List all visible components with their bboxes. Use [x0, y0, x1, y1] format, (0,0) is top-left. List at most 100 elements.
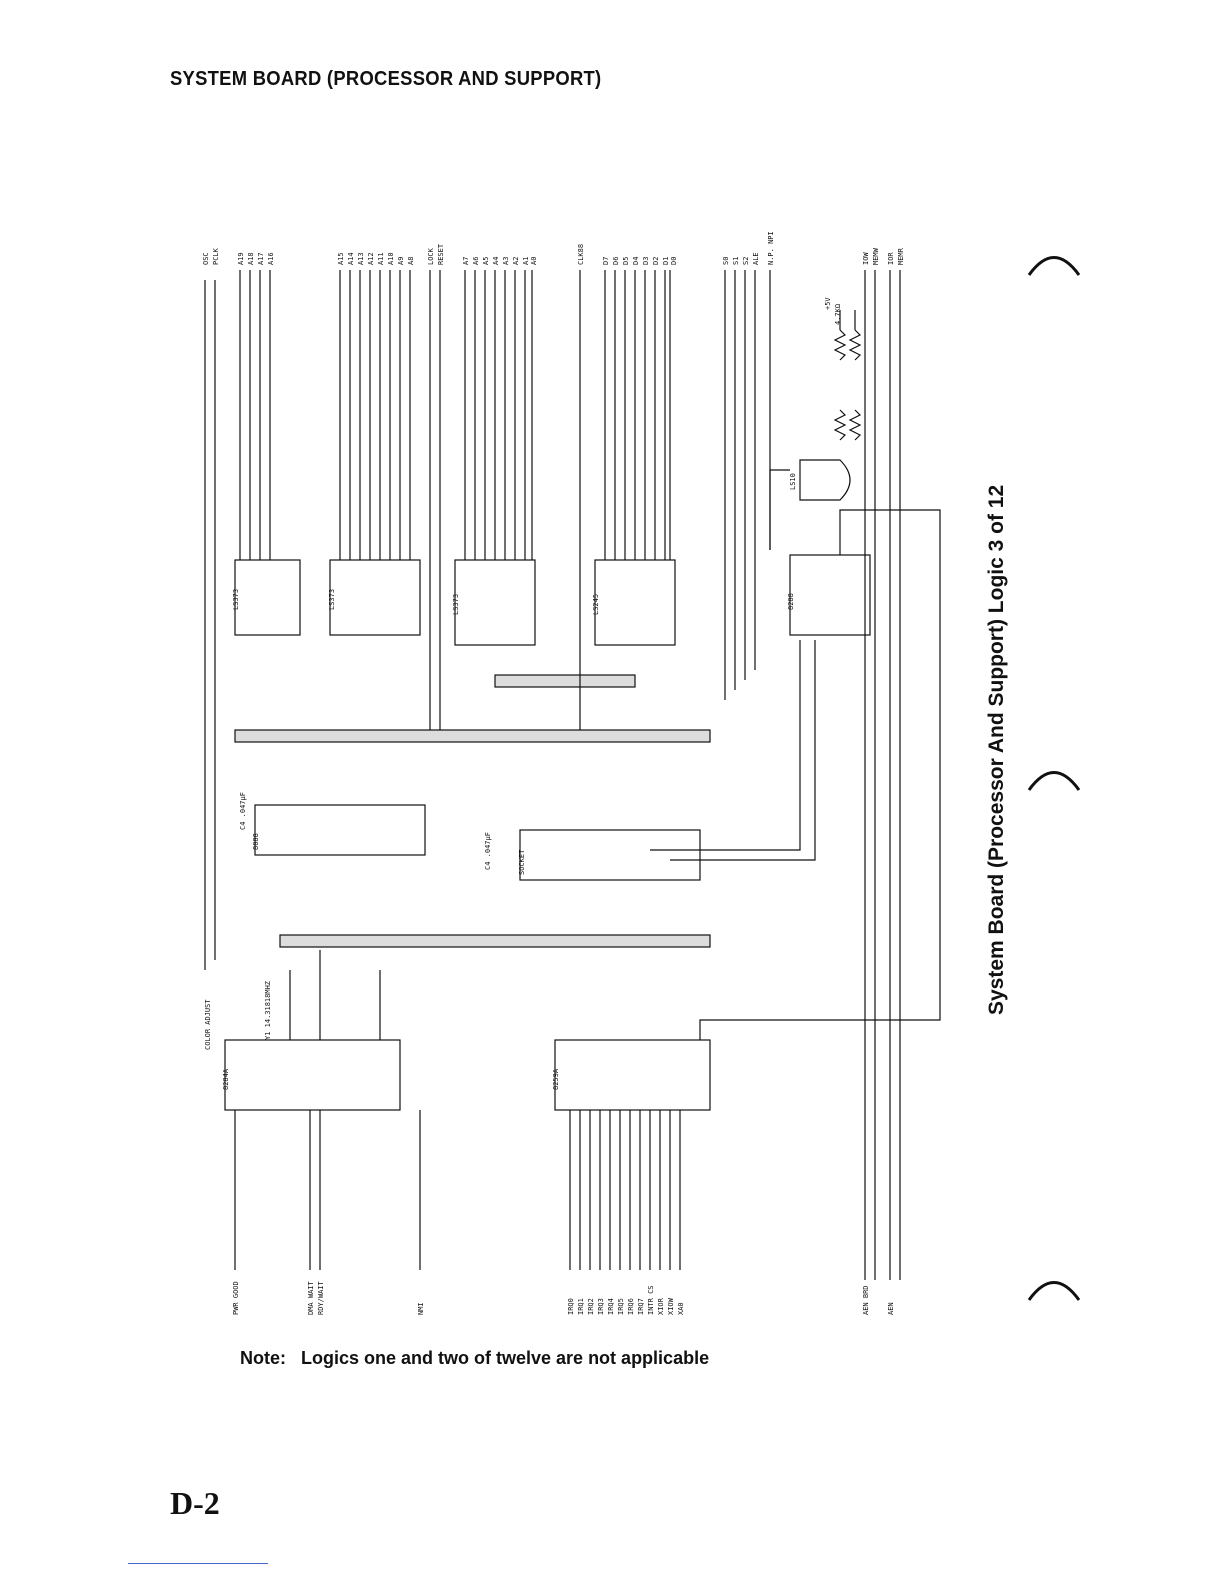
- signal-dma-wait-label: DMA WAIT: [307, 1280, 315, 1315]
- signal-a12-label: A12: [367, 252, 375, 265]
- signal-lock-label: LOCK: [427, 247, 435, 265]
- signal-npi-label: N.P. NPI: [767, 231, 775, 265]
- signal-xior-label: XIOR: [657, 1297, 665, 1315]
- signal-d1-label: D1: [662, 257, 670, 265]
- signal-iow-label: IOW: [862, 252, 870, 265]
- signal-intr-cs-label: INTR CS: [647, 1285, 655, 1315]
- chip-xu4-label: SOCKET: [518, 849, 526, 875]
- signal-aen-brd-label: AEN BRD: [862, 1285, 870, 1315]
- chip-u7-label: LS373: [452, 594, 460, 615]
- chip-u84-label: LS10: [789, 473, 797, 490]
- signal-irq4-label: IRQ4: [607, 1298, 615, 1315]
- signal-a10-label: A10: [387, 252, 395, 265]
- signal-a3-label: A3: [502, 257, 510, 265]
- signal-memr-label: MEMR: [897, 247, 905, 265]
- signal-xa0-label: XA0: [677, 1302, 685, 1315]
- signal-d3-label: D3: [642, 257, 650, 265]
- chip-u8-body: [594, 559, 676, 646]
- signal-a6-label: A6: [472, 257, 480, 265]
- signal-a18-label: A18: [247, 252, 255, 265]
- signal-osc-label: OSC: [202, 252, 210, 265]
- signal-a19-label: A19: [237, 252, 245, 265]
- signal-d4-label: D4: [632, 257, 640, 265]
- signal-rdy-wait-label: RDY/WAIT: [317, 1280, 325, 1315]
- signal-irq0-label: IRQ0: [567, 1298, 575, 1315]
- cap-c4b-label: C4 .047µF: [484, 832, 492, 870]
- crystal-label: Y1 14.31818MHZ: [264, 981, 272, 1040]
- chip-u7-body: [454, 559, 536, 646]
- signal-d2-label: D2: [652, 257, 660, 265]
- resistor-label: 4.7KΩ: [834, 304, 842, 325]
- signal-irq1-label: IRQ1: [577, 1298, 585, 1315]
- signal-irq5-label: IRQ5: [617, 1298, 625, 1315]
- signal-a11-label: A11: [377, 252, 385, 265]
- resistor-network: [833, 329, 847, 361]
- signal-a1-label: A1: [522, 257, 530, 265]
- signal-ale-label: ALE: [752, 252, 760, 265]
- signal-lines-bottom: [234, 469, 941, 1270]
- chip-xu4-body: [519, 829, 701, 881]
- signal-lines-top: [204, 270, 901, 1280]
- signal-nmi-label: NMI: [417, 1302, 425, 1315]
- chip-u3-body: [254, 804, 426, 856]
- signal-a9-label: A9: [397, 257, 405, 265]
- signal-irq7-label: IRQ7: [637, 1298, 645, 1315]
- signal-a14-label: A14: [347, 252, 355, 265]
- note: Note: Logics one and two of twelve are n…: [240, 1348, 709, 1369]
- signal-pwr-good-label: PWR GOOD: [232, 1281, 240, 1315]
- bus-bar-lower: [279, 934, 711, 948]
- signal-pclk-label: PCLK: [212, 247, 220, 265]
- binder-mark-top: [1027, 256, 1081, 276]
- signal-d6-label: D6: [612, 257, 620, 265]
- signal-a5-label: A5: [482, 257, 490, 265]
- signal-ior-label: IOR: [887, 252, 895, 265]
- cap-c4-label: C4 .047µF: [239, 792, 247, 830]
- signal-a7-label: A7: [462, 257, 470, 265]
- signal-a13-label: A13: [357, 252, 365, 265]
- note-label: Note:: [240, 1348, 286, 1368]
- signal-d0-label: D0: [670, 257, 678, 265]
- chip-u2-body: [554, 1039, 711, 1111]
- signal-a0-label: A0: [530, 257, 538, 265]
- chip-u9-body: [329, 559, 421, 636]
- supply-label: +5V: [824, 297, 832, 310]
- bus-bar-upper: [234, 729, 711, 743]
- signal-a8-label: A8: [407, 257, 415, 265]
- signal-a15-label: A15: [337, 252, 345, 265]
- binder-mark-bottom: [1027, 1281, 1081, 1301]
- chip-u11-label: 8284A: [222, 1068, 230, 1090]
- signal-irq2-label: IRQ2: [587, 1298, 595, 1315]
- signal-a2-label: A2: [512, 257, 520, 265]
- signal-irq6-label: IRQ6: [627, 1298, 635, 1315]
- signal-a17-label: A17: [257, 252, 265, 265]
- signal-a16-label: A16: [267, 252, 275, 265]
- chip-u10-body: [234, 559, 301, 636]
- chip-u6-label: 8288: [787, 593, 795, 610]
- diagram-caption: System Board (Processor And Support) Log…: [985, 484, 1008, 1015]
- binder-mark-middle: [1027, 771, 1081, 791]
- signal-a4-label: A4: [492, 257, 500, 265]
- signal-xiow-label: XIOW: [667, 1297, 675, 1315]
- schematic-diagram: LS373 LS373 LS373 LS245 8288 LS10 8088 S…: [202, 231, 941, 1315]
- page-number: D-2: [170, 1485, 220, 1521]
- signal-d7-label: D7: [602, 257, 610, 265]
- footer-rule: [128, 1563, 268, 1564]
- signal-memw-label: MEMW: [872, 247, 880, 265]
- signal-irq3-label: IRQ3: [597, 1298, 605, 1315]
- note-text: Logics one and two of twelve are not app…: [301, 1348, 710, 1368]
- chip-u11-body: [224, 1039, 401, 1111]
- color-adjust-label: COLOR ADJUST: [204, 999, 212, 1050]
- chip-u3-label: 8088: [252, 833, 260, 850]
- chip-u8-label: LS245: [592, 594, 600, 615]
- signal-aen-label: AEN: [887, 1302, 895, 1315]
- chip-u10-label: LS373: [232, 589, 240, 610]
- signal-reset-label: RESET: [437, 243, 445, 265]
- signal-clk88-label: CLK88: [577, 244, 585, 265]
- chip-u2-label: 8259A: [552, 1068, 560, 1090]
- signal-s2-label: S2: [742, 257, 750, 265]
- signal-s0-label: S0: [722, 257, 730, 265]
- page-title: SYSTEM BOARD (PROCESSOR AND SUPPORT): [170, 68, 602, 90]
- signal-d5-label: D5: [622, 257, 630, 265]
- chip-u9-label: LS373: [328, 589, 336, 610]
- gate-u84: [799, 459, 851, 501]
